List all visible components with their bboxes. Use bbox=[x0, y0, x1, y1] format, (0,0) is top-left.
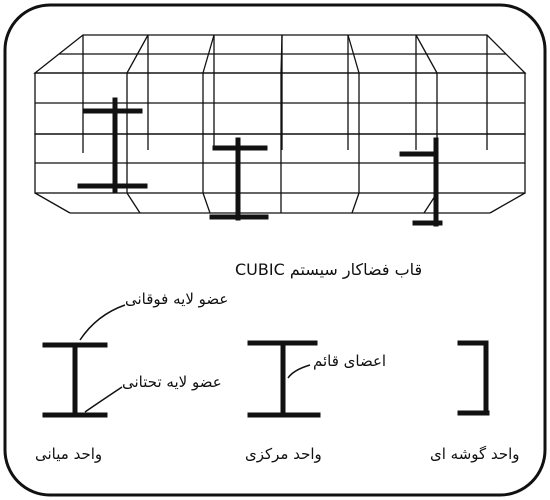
caption-central-unit: واحد مرکزی bbox=[245, 445, 322, 463]
frame-title: قاب فضاکار سیستم CUBIC bbox=[235, 260, 423, 279]
detail-unit-middle bbox=[42, 342, 108, 418]
leader-top-chord bbox=[79, 304, 126, 341]
figure-border bbox=[3, 3, 547, 497]
space-frame-grid bbox=[33, 34, 527, 214]
caption-corner-unit: واحد گوشه ای bbox=[430, 445, 520, 463]
detail-unit-central bbox=[247, 340, 321, 418]
leader-bottom-chord bbox=[84, 386, 123, 413]
label-bottom-chord: عضو لایه تحتانی bbox=[122, 373, 222, 391]
frame-unit-corner bbox=[399, 137, 443, 227]
label-top-chord: عضو لایه فوقانی bbox=[125, 290, 229, 308]
frame-highlighted-units bbox=[77, 97, 443, 227]
caption-middle-unit: واحد میانی bbox=[35, 445, 103, 463]
leader-vertical-members bbox=[287, 364, 311, 379]
frame-unit-central bbox=[209, 137, 269, 221]
label-vertical-members: اعضای قائم bbox=[313, 352, 387, 370]
detail-unit-corner bbox=[457, 340, 490, 416]
frame-unit-middle bbox=[77, 97, 148, 193]
